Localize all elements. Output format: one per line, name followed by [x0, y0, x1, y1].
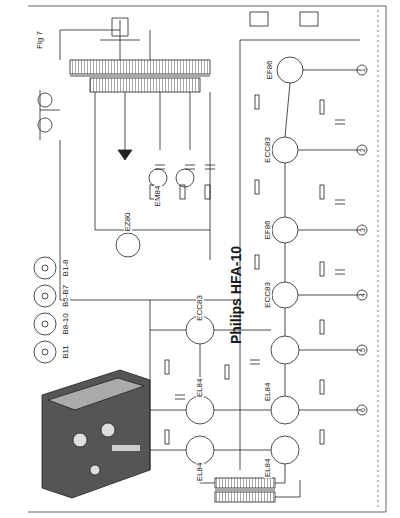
- tube-type: ECC83: [264, 136, 272, 164]
- tube-type: ECC83: [264, 281, 272, 309]
- figure-number: Fig 7: [36, 30, 44, 50]
- callout-number: 3: [359, 227, 366, 233]
- callout-number: 6: [359, 407, 366, 413]
- tube-type: EF86: [266, 59, 274, 80]
- tube-type: EM84: [154, 185, 162, 208]
- tube-type: EL84: [264, 382, 272, 403]
- diagram-title: Philips HFA-10: [229, 245, 243, 345]
- socket-label: B5-B7: [62, 284, 70, 308]
- tube-type: ECC83: [196, 294, 204, 322]
- tube-type: EL84: [196, 378, 204, 399]
- callout-number: 5: [359, 347, 366, 353]
- tube-type: EF86: [264, 219, 272, 240]
- socket-label: B11: [62, 344, 70, 360]
- tube-type: EL84: [196, 462, 204, 483]
- tube-type: EZ80: [124, 211, 132, 232]
- callout-number: 1: [359, 67, 366, 73]
- socket-label: B8-10: [62, 312, 70, 335]
- tube-type: EL84: [264, 458, 272, 479]
- callout-number: 4: [359, 292, 366, 298]
- socket-label: B1-8: [62, 259, 70, 278]
- callout-number: 2: [359, 147, 366, 153]
